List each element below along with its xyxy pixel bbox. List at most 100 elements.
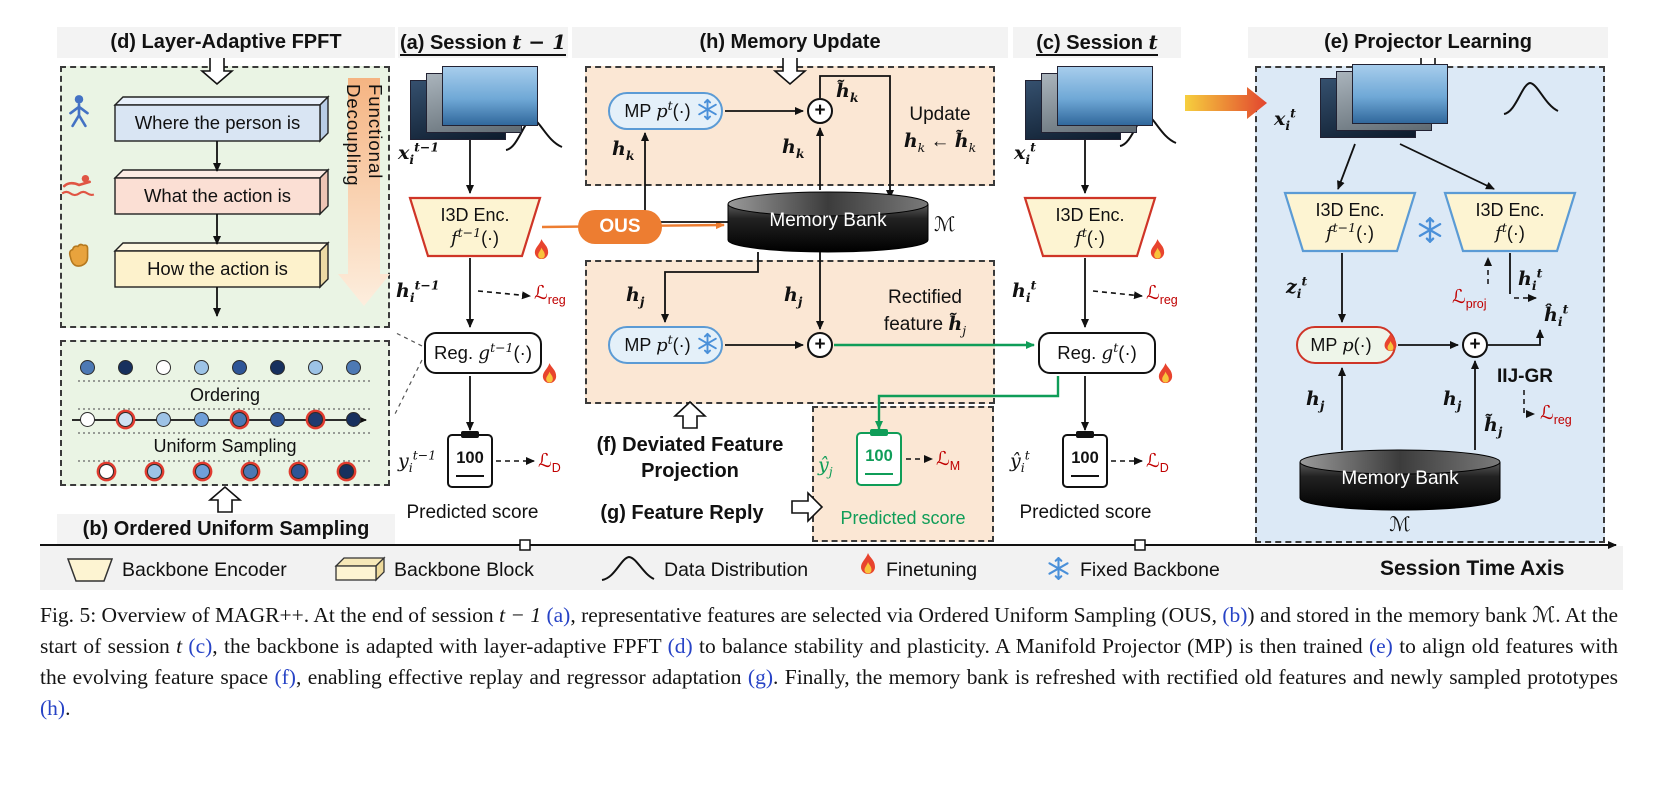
figure-caption: Fig. 5: Overview of MAGR++. At the end o… <box>40 603 1619 720</box>
old-feature-j: hj <box>1306 388 1325 413</box>
feature-label-prev: hit−1 <box>396 277 440 305</box>
functional-decoupling-label: Functional Decoupling <box>343 84 386 187</box>
sample-dot <box>346 360 361 375</box>
sample-dot <box>270 360 285 375</box>
regressor-curr: Reg. gt(·) <box>1038 332 1156 374</box>
backbone-block-icon <box>334 556 386 582</box>
sample-dot-selected <box>118 412 133 427</box>
rectified-feature-j-label: h̃j <box>1484 414 1503 439</box>
fpft-box-what: What the action is <box>143 185 292 206</box>
sample-dot-selected <box>99 464 114 479</box>
person-icon <box>69 94 89 128</box>
sample-dot <box>156 412 171 427</box>
ref-e: (e) <box>1368 634 1393 658</box>
finetuning-flame-icon <box>1382 332 1399 355</box>
frozen-snowflake-icon <box>696 98 719 121</box>
sample-dot-selected <box>243 464 258 479</box>
sample-dot-selected <box>339 464 354 479</box>
fpft-box-how: How the action is <box>147 258 288 279</box>
iij-gr-label: IIJ-GR <box>1497 366 1553 387</box>
legend-session-time-axis: Session Time Axis <box>1380 557 1565 580</box>
latent-label: zit <box>1286 273 1308 301</box>
sample-dot <box>346 412 361 427</box>
memory-feature-k: hk <box>782 136 805 161</box>
old-feature-j: hj <box>784 284 803 309</box>
residual-add: + <box>807 332 833 358</box>
feature-label-curr: hit <box>1012 277 1037 305</box>
predicted-score-curr: Predicted score <box>1019 502 1152 523</box>
ref-d: (d) <box>667 634 693 658</box>
memory-bank-label: Memory Bank <box>1341 468 1459 489</box>
i3d-encoder-prev: I3D Enc. ft−1(·) <box>440 205 510 249</box>
regressor-prev: Reg. gt−1(·) <box>424 332 542 374</box>
panel-d-icons <box>60 94 96 267</box>
axis-marker <box>1134 539 1146 551</box>
old-feature-j: hj <box>1443 388 1462 413</box>
i3d-encoder-old-frozen: I3D Enc. ft−1(·) <box>1315 200 1385 244</box>
sample-dot-selected <box>291 464 306 479</box>
title-panel-c: (c) Session t <box>1013 27 1181 58</box>
finetuning-flame-icon <box>861 553 875 574</box>
ous-badge: OUS <box>578 210 662 244</box>
updated-feature-k: h̃k <box>836 80 859 105</box>
video-frames-curr <box>1025 66 1157 142</box>
ref-f: (f) <box>274 665 296 689</box>
loss-d-curr: ℒD <box>1146 450 1169 475</box>
ref-g: (g) <box>747 665 773 689</box>
old-feature-j: hj <box>626 284 645 309</box>
video-frame <box>1352 64 1448 124</box>
axis-marker <box>519 539 531 551</box>
title-panel-e: (e) Projector Learning <box>1248 27 1608 58</box>
wires-projector-learning <box>1283 81 1577 511</box>
finetuning-flame-icon <box>1156 362 1175 387</box>
wires-and-shapes-layer <box>40 56 1617 582</box>
finetuning-flame-icon <box>1148 238 1167 263</box>
sample-dot <box>80 412 95 427</box>
ref-c: (c) <box>188 634 213 658</box>
predicted-score-prev: Predicted score <box>406 502 539 523</box>
projected-feature-label: ĥit <box>1544 301 1569 329</box>
finetuning-flame-icon <box>532 238 551 263</box>
memory-bank-label: Memory Bank <box>769 210 887 231</box>
update-rule: Update hk ← h̃k <box>903 104 977 155</box>
title-panel-d: (d) Layer-Adaptive FPFT <box>57 27 395 58</box>
ref-a: (a) <box>546 603 571 627</box>
fpft-box-where: Where the person is <box>134 112 301 133</box>
score-card-curr: 100 <box>1062 434 1108 488</box>
loss-d-prev: ℒD <box>538 450 561 475</box>
frozen-snowflake-icon <box>1416 216 1444 244</box>
manifold-projector-replay: MP pt(·) <box>608 326 723 364</box>
score-label-curr: ŷit <box>1010 447 1030 475</box>
input-label-curr: xit <box>1014 139 1036 167</box>
swimmer-icon <box>60 173 96 197</box>
i3d-encoder-curr: I3D Enc. ft(·) <box>1055 205 1125 249</box>
video-frame <box>442 66 538 126</box>
target-feature-label: hit <box>1518 265 1543 293</box>
input-label-proj: xit <box>1274 105 1296 133</box>
legend-fixed-backbone: Fixed Backbone <box>1080 559 1220 581</box>
loss-reg-proj: ℒreg <box>1540 402 1572 427</box>
video-frames-proj <box>1320 64 1452 140</box>
finetuning-flame-icon <box>540 362 559 387</box>
i3d-encoder-new-frozen: I3D Enc. ft(·) <box>1475 200 1545 244</box>
loss-reg-prev: ℒreg <box>534 282 566 307</box>
wires-memory-update <box>641 75 929 253</box>
hand-icon <box>68 243 89 267</box>
manifold-projector-train: MP p(·) <box>1296 326 1396 364</box>
panel-feature-replay-result <box>812 406 994 542</box>
sample-dot <box>156 360 171 375</box>
predicted-score-replay: Predicted score <box>840 508 966 528</box>
title-panel-b: (b) Ordered Uniform Sampling <box>57 514 395 544</box>
fixed-backbone-snowflake-icon <box>1048 557 1069 580</box>
replay-score-label: ŷj <box>818 454 833 479</box>
session-data-flow-arrow <box>1185 87 1267 119</box>
video-frames-prev <box>410 66 542 142</box>
memory-feature-k: hk <box>612 138 635 163</box>
sample-dot <box>80 360 95 375</box>
sample-dot <box>194 412 209 427</box>
residual-add: + <box>807 98 833 124</box>
residual-add: + <box>1462 332 1488 358</box>
functional-decoupling-arrow <box>338 78 390 306</box>
sample-dot <box>118 360 133 375</box>
panel-ous <box>60 340 390 486</box>
